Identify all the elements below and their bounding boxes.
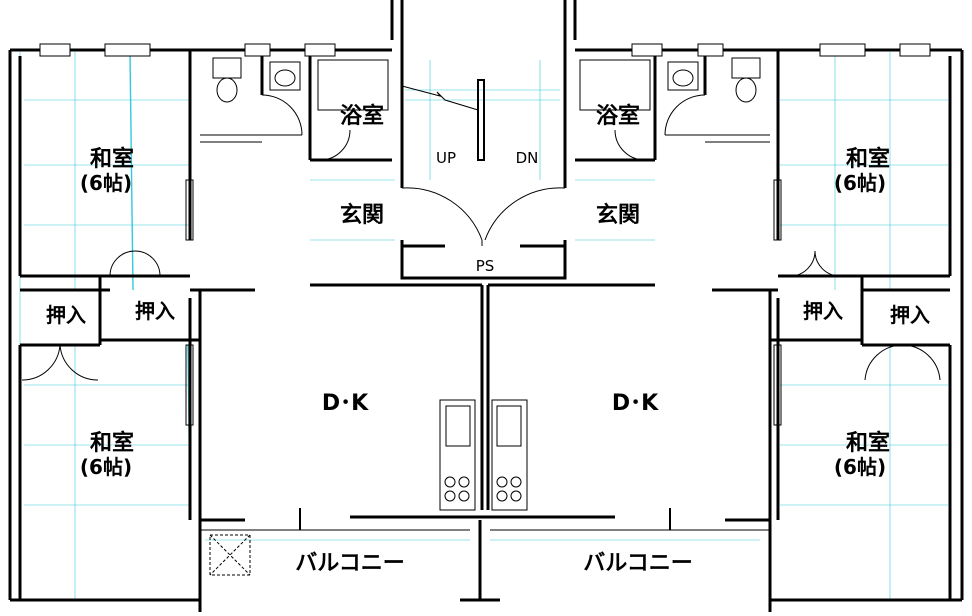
room-labels: 和室 (6帖) 和室 (6帖) 和室 (6帖) 和室 (6帖) 押入 押入 押入… (46, 103, 930, 576)
washitsu-label-ul: 和室 (90, 146, 134, 172)
yokushitsu-label-right: 浴室 (596, 103, 640, 129)
balcony-label-left: バルコニー (295, 551, 405, 576)
yokushitsu-label-left: 浴室 (340, 103, 384, 129)
stair-up-label: UP (436, 149, 456, 167)
guide-lines (19, 51, 948, 600)
dk-label-right: D･K (612, 391, 659, 416)
oshiire-label-3: 押入 (803, 299, 843, 323)
stair-dn-label: DN (516, 149, 539, 167)
genkan-label-right: 玄関 (596, 202, 640, 228)
balcony-label-right: バルコニー (583, 551, 693, 576)
dk-label-left: D･K (322, 391, 369, 416)
oshiire-label-2: 押入 (135, 299, 175, 323)
washitsu-label-ur: 和室 (846, 146, 890, 172)
ps-label: PS (476, 257, 495, 275)
genkan-label-left: 玄関 (340, 202, 384, 228)
oshiire-label-1: 押入 (46, 303, 86, 327)
fixtures (21, 43, 941, 576)
rokujo-label-ul: (6帖) (80, 171, 132, 195)
rokujo-label-lr: (6帖) (834, 455, 886, 479)
washitsu-label-ll: 和室 (90, 430, 134, 456)
oshiire-label-4: 押入 (890, 303, 930, 327)
rokujo-label-ur: (6帖) (834, 171, 886, 195)
washitsu-label-lr: 和室 (846, 430, 890, 456)
walls (8, 0, 964, 612)
rokujo-label-ll: (6帖) (80, 455, 132, 479)
